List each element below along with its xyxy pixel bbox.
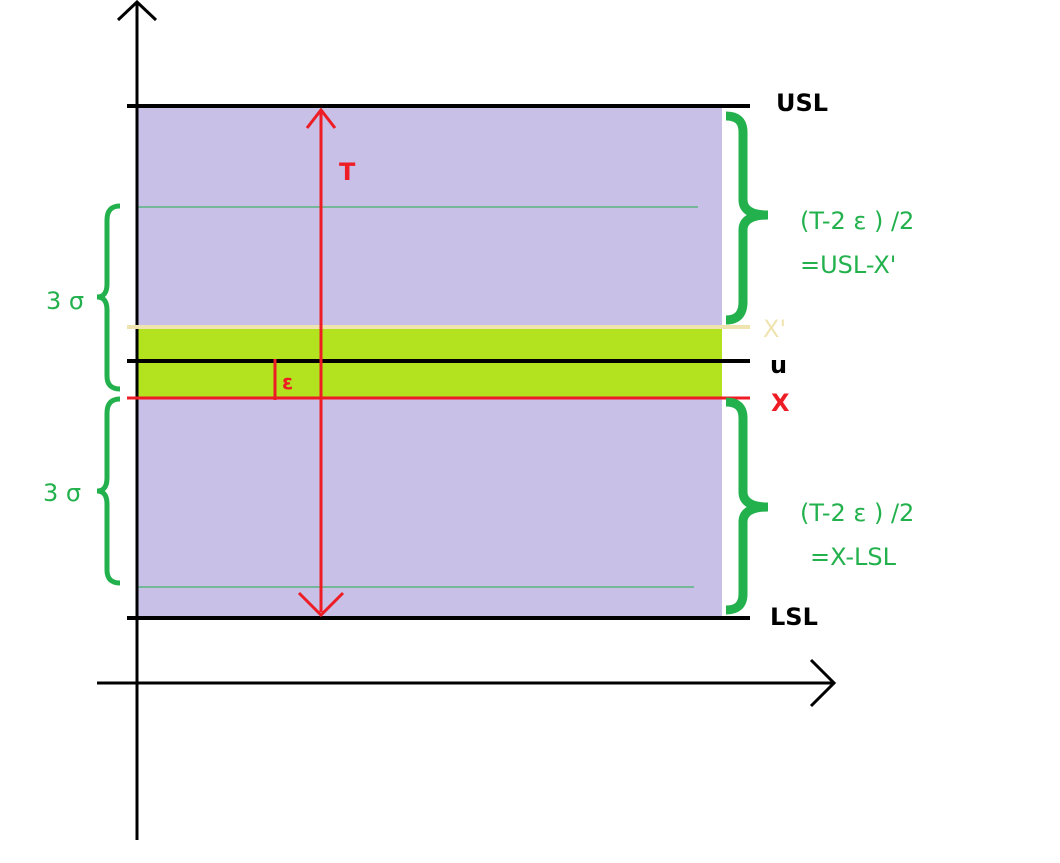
- lower-sigma-brace: [96, 396, 121, 586]
- three-sigma-upper-label: 3 σ: [46, 287, 84, 315]
- x-prime-label: X': [763, 315, 786, 343]
- usl-label: USL: [776, 89, 828, 117]
- u-label: u: [770, 351, 787, 379]
- x-axis-arrowhead: [809, 658, 837, 708]
- t-arrow-bottom-head: [297, 591, 345, 618]
- three-sigma-lower-label: 3 σ: [43, 479, 81, 507]
- t-arrow-top-head: [305, 107, 337, 129]
- epsilon-label: ε: [282, 370, 293, 394]
- y-axis-arrowhead: [116, 0, 158, 22]
- upper-right-brace: [725, 111, 769, 325]
- upper-formula-line1: (T-2 ε ) /2: [800, 207, 914, 235]
- lower-formula-line1: (T-2 ε ) /2: [800, 499, 914, 527]
- upper-formula-line2: =USL-X': [800, 251, 896, 279]
- lower-right-brace: [725, 397, 769, 615]
- x-label: X: [771, 389, 790, 417]
- upper-sigma-brace: [96, 203, 121, 392]
- tolerance-zone-upper: [137, 107, 722, 328]
- lsl-label: LSL: [770, 603, 818, 631]
- tolerance-zone-lower: [137, 398, 722, 618]
- lower-formula-line2: =X-LSL: [810, 543, 897, 571]
- t-label: T: [339, 158, 356, 186]
